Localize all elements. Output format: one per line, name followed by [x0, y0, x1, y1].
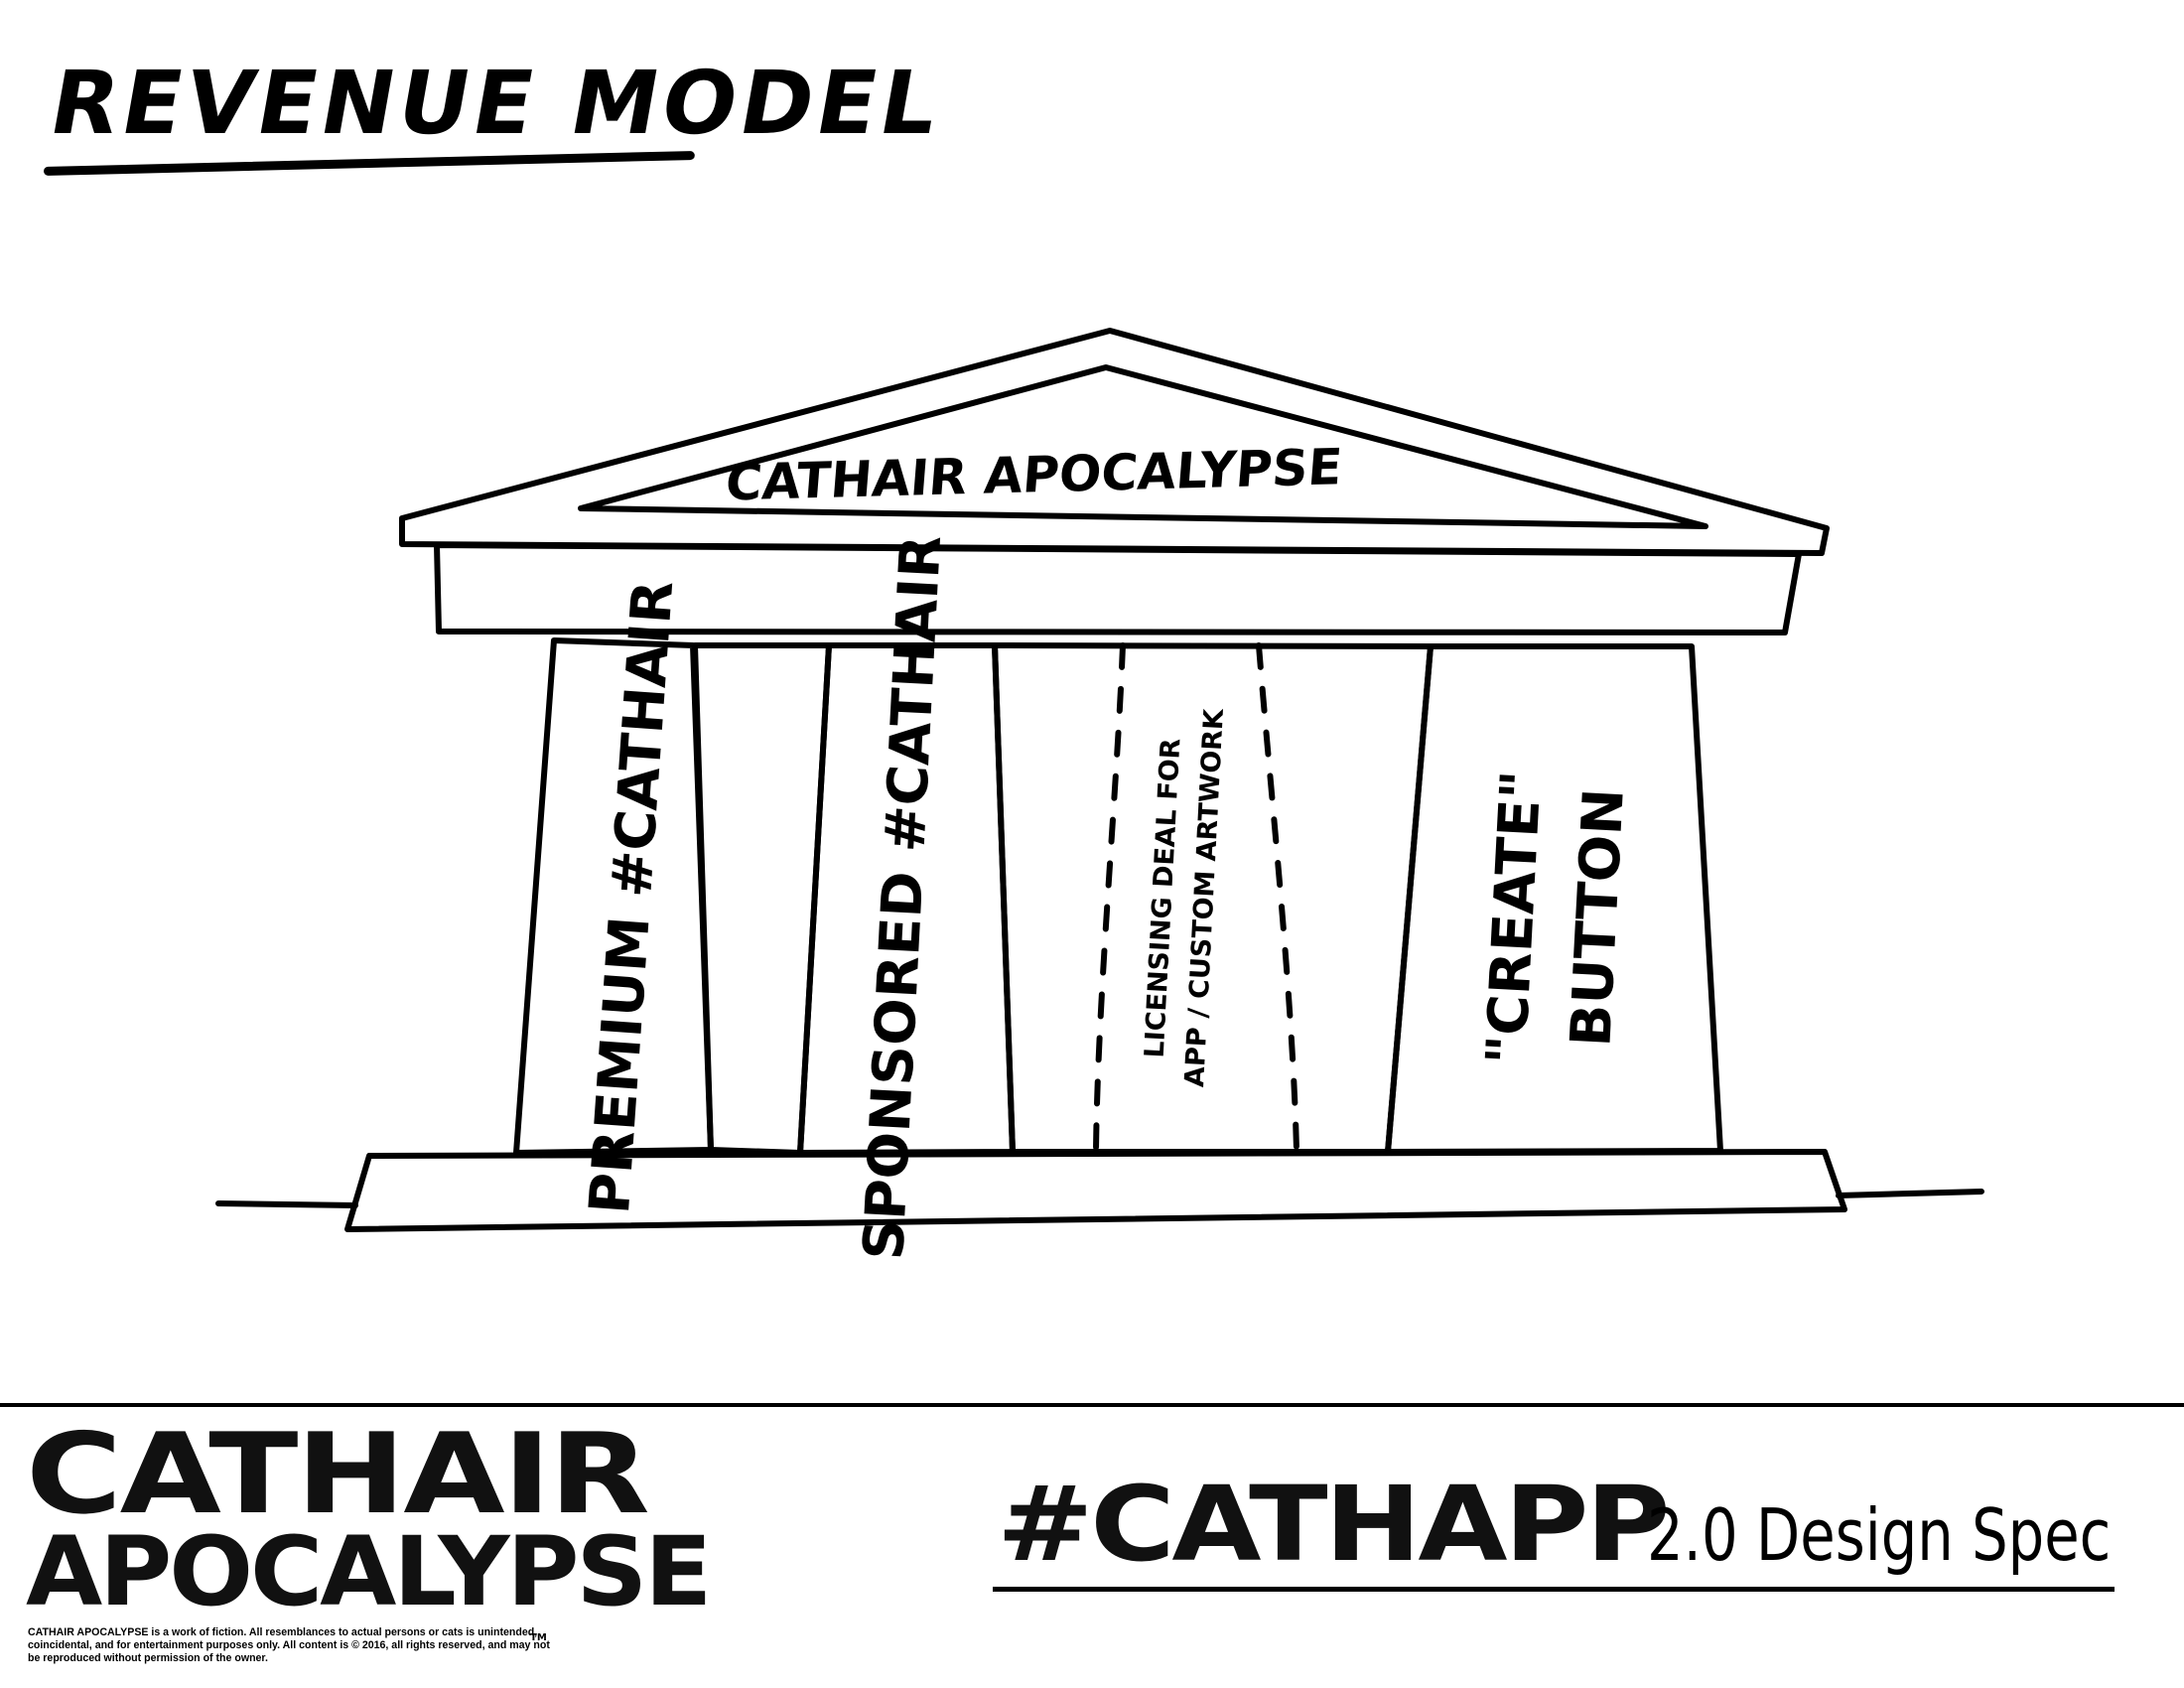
spec-heading: #CATHAPP2.0 Design Spec — [997, 1464, 2184, 1585]
roof-inner — [578, 364, 1708, 529]
temple-diagram: CATHAIR APOCALYPSE PREMIUM #CATHAIR SPON… — [215, 328, 1984, 1261]
trademark-mark: TM — [530, 1632, 547, 1643]
footer-divider — [0, 1403, 2184, 1407]
spec-underline — [993, 1587, 2115, 1592]
pillar-label-create-line1: "CREATE" — [1474, 769, 1554, 1065]
pillar-label-licensing-line1: LICENSING DEAL FOR — [1140, 738, 1187, 1059]
pillar-2 — [692, 642, 832, 1156]
dashed-divider-left — [1093, 642, 1126, 1153]
ground-line-right — [1836, 1189, 1984, 1198]
brand-logo-line2: APOCALYPSE — [26, 1516, 712, 1628]
brand-logo-line1: CATHAIR — [26, 1410, 650, 1539]
spec-text: 2.0 Design Spec — [1646, 1493, 2112, 1577]
base-plinth — [344, 1149, 1847, 1232]
roof-outer — [399, 328, 1830, 556]
brand-logo: CATHAIR APOCALYPSE — [26, 1419, 712, 1620]
copyright-disclaimer: CATHAIR APOCALYPSE is a work of fiction.… — [28, 1626, 550, 1664]
entablature — [434, 542, 1802, 635]
dashed-divider-right — [1256, 642, 1299, 1153]
pillar-label-licensing-line2: APP / CUSTOM ARTWORK — [1179, 707, 1230, 1087]
spec-hashtag: #CATHAPP — [997, 1464, 1670, 1585]
pillar-label-create-line2: BUTTON — [1559, 786, 1637, 1048]
pillar-5 — [1385, 643, 1723, 1155]
pediment-label: CATHAIR APOCALYPSE — [724, 437, 1344, 511]
pillar-label-premium: PREMIUM #CATHAIR — [578, 579, 686, 1216]
ground-line-left — [215, 1200, 358, 1208]
